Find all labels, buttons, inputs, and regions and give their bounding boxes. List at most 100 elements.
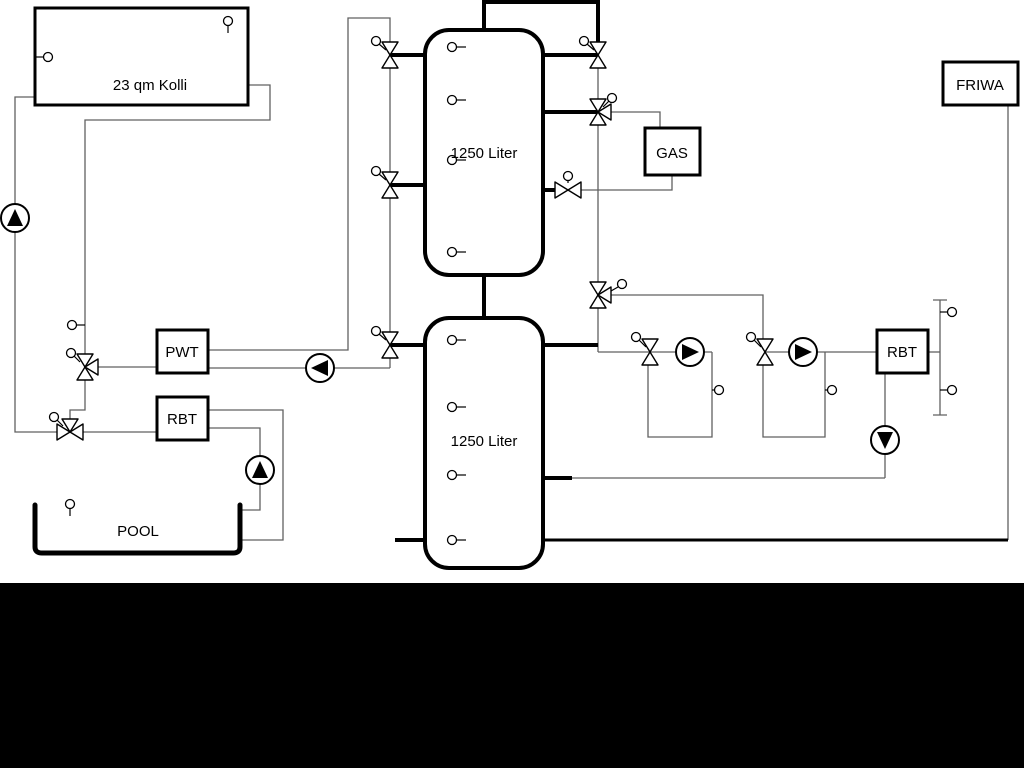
sensor-bulb [446, 334, 458, 346]
sensor-icon [940, 306, 958, 318]
pipe-network-thick [390, 0, 1008, 542]
valve-triangle [641, 351, 659, 366]
valve-triangle [76, 366, 94, 381]
tank-top-header [482, 0, 600, 44]
collector-right-pipe [84, 84, 271, 354]
sensor-icon [446, 469, 466, 481]
collector-label: 23 qm Kolli [113, 77, 187, 94]
valve-triangle [589, 281, 607, 296]
pump-arrow-up [7, 209, 23, 226]
actuator-stem [753, 339, 762, 348]
valve-actuator [745, 331, 757, 343]
sensor-icon [446, 41, 466, 53]
actuator-stem [610, 286, 619, 292]
three-way-valve-icon [65, 347, 99, 381]
gas-supply-pipe [611, 111, 661, 128]
sensor-bulb [222, 15, 234, 27]
sensor-bulb [42, 51, 54, 63]
rbt-pool-label: RBT [167, 411, 197, 428]
sensor-bulb [446, 246, 458, 258]
valve-actuator [562, 170, 574, 182]
sensor-bulb [446, 534, 458, 546]
actuator-stem [73, 355, 81, 363]
sensor-icon [825, 384, 838, 396]
pump-icon [0, 203, 30, 233]
sensor-bulb [66, 319, 78, 331]
valve-actuator [65, 347, 77, 359]
pwt-label: PWT [165, 344, 198, 361]
pwt-charge-pipe [208, 17, 391, 351]
sensor-icon [446, 534, 466, 546]
actuator-stem [56, 419, 64, 427]
pwt-heat-exchanger-box [155, 328, 210, 375]
valve-triangle [756, 338, 774, 353]
gas-boiler-box [643, 126, 702, 177]
valve-actuator [370, 325, 382, 337]
pump-arrow-up [252, 461, 268, 478]
tank-top-label: 1250 Liter [451, 145, 518, 162]
sensor-icon [36, 51, 54, 63]
valve-triangle [61, 418, 79, 433]
valve-actuator [606, 92, 618, 104]
valve-triangle [554, 181, 569, 199]
pump-arrow-left [311, 360, 328, 376]
sensor-icon [446, 401, 466, 413]
valve-link-pipe [69, 380, 86, 419]
pipe-network-thin [14, 17, 1009, 541]
sensor-icon [446, 94, 466, 106]
sensor-icon [446, 246, 466, 258]
pool-label: POOL [117, 523, 159, 540]
sensor-bulb [446, 469, 458, 481]
actuator-stem [378, 43, 387, 51]
pwt-pump-pipe [208, 358, 391, 369]
pump-icon [870, 425, 900, 455]
valve-triangle [756, 351, 774, 366]
sensor-icon [940, 384, 958, 396]
sensor-bulb [713, 384, 725, 396]
circuit-b-feed-pipe [611, 294, 764, 339]
valve-triangle [589, 111, 607, 126]
rbt-right-box [875, 328, 930, 375]
pump-arrow-right [682, 344, 699, 360]
actuator-stem [586, 43, 595, 51]
buffer-tank-top [423, 28, 545, 277]
valve-icon [554, 170, 582, 199]
valve-triangle [589, 294, 607, 309]
pump-icon [245, 455, 275, 485]
valve-triangle [381, 184, 399, 199]
buffer-tank-bottom [423, 316, 545, 570]
actuator-stem [638, 339, 647, 348]
actuator-stem [378, 333, 387, 341]
sensor-bulb [946, 306, 958, 318]
valve-triangle [381, 54, 399, 69]
valve-triangle [56, 423, 71, 441]
sensor-icon [64, 498, 76, 516]
valve-triangle [381, 344, 399, 359]
valve-triangle [597, 103, 612, 121]
pump-icon [305, 353, 335, 383]
tank-bottom-label: 1250 Liter [451, 433, 518, 450]
sensor-icon [66, 319, 85, 331]
solar-supply-pipe [14, 96, 35, 204]
actuator-stem [378, 173, 387, 181]
sensor-bulb [946, 384, 958, 396]
valve-actuator [578, 35, 590, 47]
three-way-valve-icon [370, 35, 399, 69]
rbt-right-header [933, 299, 947, 416]
pump-icon [675, 337, 705, 367]
valve-triangle [589, 54, 607, 69]
rbt-pool-box [155, 395, 210, 442]
sensor-bulb [64, 498, 76, 510]
actuator-stem [602, 100, 610, 108]
three-way-valve-icon [578, 35, 607, 69]
sensor-bulb [446, 94, 458, 106]
valve-triangle [69, 423, 84, 441]
pump-arrow-down [877, 432, 893, 449]
sensor-icon [222, 15, 234, 33]
solar-return-pipe [14, 232, 57, 433]
valve-triangle [589, 98, 607, 113]
sensor-bulb [446, 41, 458, 53]
sensor-bulb [446, 401, 458, 413]
gas-return-pipe [581, 175, 673, 191]
